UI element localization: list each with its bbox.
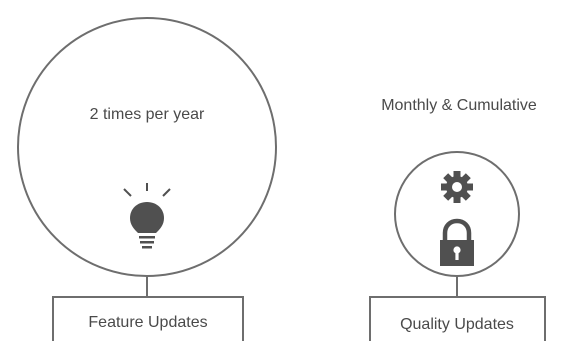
feature-label-text: Feature Updates xyxy=(88,314,207,331)
quality-frequency-text: Monthly & Cumulative xyxy=(381,97,537,114)
quality-updates-group: Monthly & Cumulative xyxy=(369,97,546,341)
lightbulb-icon xyxy=(123,183,171,249)
gear-icon xyxy=(441,171,473,203)
feature-updates-group: 2 times per year Feature Updates xyxy=(17,17,277,341)
quality-label-box xyxy=(369,296,546,341)
padlock-icon xyxy=(440,218,474,266)
quality-label-text: Quality Updates xyxy=(400,316,514,333)
feature-label-box xyxy=(52,296,244,341)
feature-frequency-text: 2 times per year xyxy=(90,106,205,123)
